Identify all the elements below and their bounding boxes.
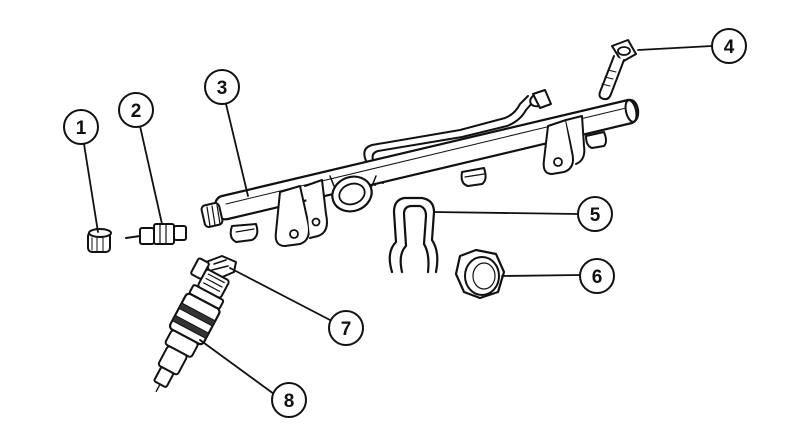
callout-1: 1	[63, 109, 99, 145]
fuel-rail-cap	[87, 228, 112, 253]
callout-7-number: 7	[341, 319, 352, 340]
fuel-rail	[200, 89, 640, 247]
schrader-valve	[125, 223, 187, 245]
callout-7: 7	[328, 310, 364, 346]
callout-5-number: 5	[590, 205, 601, 226]
callout-8-number: 8	[284, 391, 295, 412]
callout-8: 8	[271, 382, 307, 418]
leader-lines	[83, 45, 713, 395]
callout-4: 4	[711, 28, 747, 64]
callout-6: 6	[579, 258, 615, 294]
callout-1-number: 1	[76, 118, 87, 139]
callout-5: 5	[577, 196, 613, 232]
callout-4-number: 4	[724, 37, 735, 58]
bolt	[598, 39, 637, 101]
callout-6-number: 6	[592, 267, 603, 288]
callout-3-number: 3	[217, 78, 228, 99]
fuel-injector	[153, 257, 230, 393]
callout-3: 3	[204, 69, 240, 105]
callout-2-number: 2	[131, 101, 142, 122]
callout-2: 2	[118, 92, 154, 128]
retaining-clip	[388, 196, 439, 274]
o-ring-seal	[454, 248, 506, 300]
